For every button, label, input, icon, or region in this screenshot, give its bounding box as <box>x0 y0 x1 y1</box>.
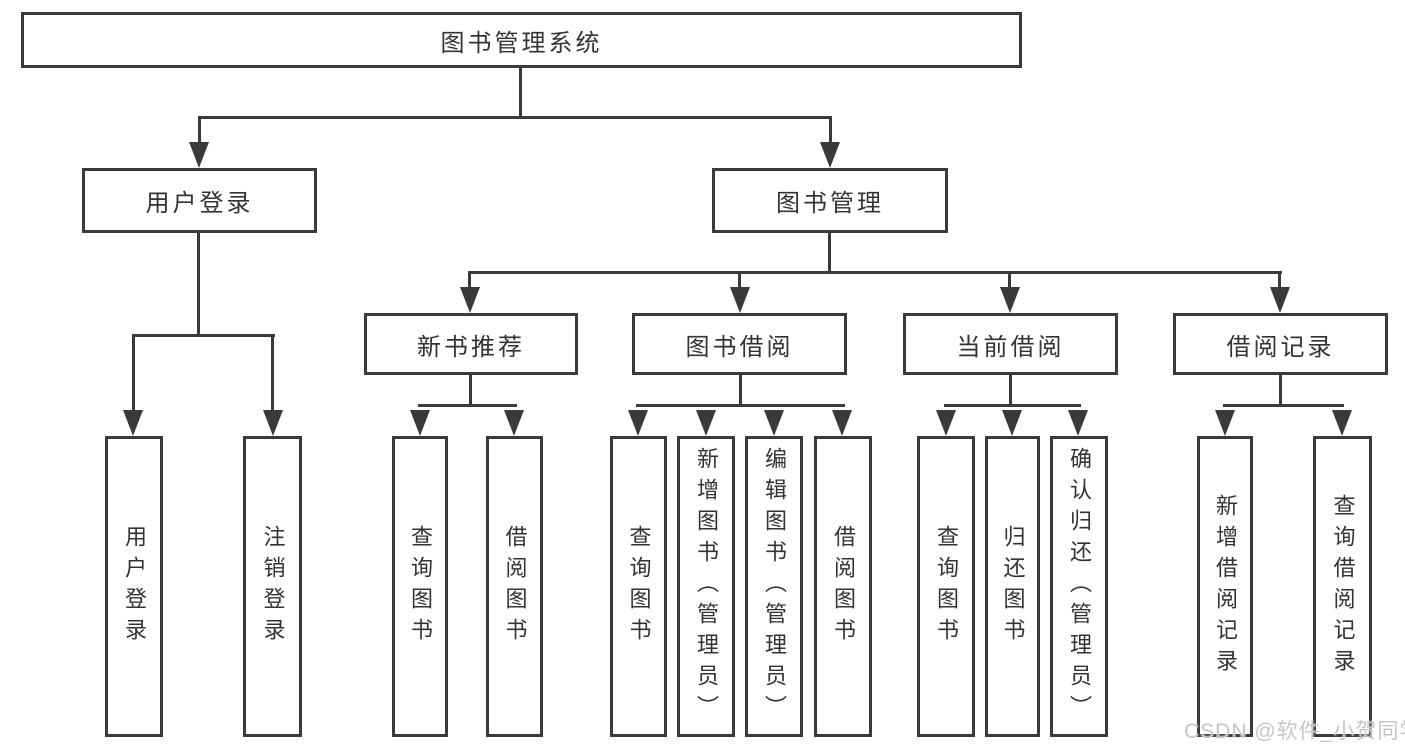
node-leaf-label: 查询借阅记录 <box>1330 493 1356 680</box>
node-leaf-query-books-recommend: 查询图书 <box>392 436 448 737</box>
node-section-label: 图书借阅 <box>685 333 794 361</box>
connector-line-v <box>829 116 832 148</box>
node-leaf-borrow-books-recommend: 借阅图书 <box>486 436 543 737</box>
node-section-label: 当前借阅 <box>956 333 1065 361</box>
arrowhead-down-icon <box>504 410 524 436</box>
node-section-current-borrow: 当前借阅 <box>903 313 1118 375</box>
arrowhead-down-icon <box>410 410 430 436</box>
node-leaf-return-books: 归还图书 <box>985 436 1040 737</box>
connector-line-v <box>739 373 742 407</box>
node-leaf-label: 编辑图书（管理员） <box>762 447 787 726</box>
arrowhead-down-icon <box>1002 410 1022 436</box>
node-section-label: 借阅记录 <box>1226 333 1335 361</box>
node-leaf-query-books-current: 查询图书 <box>917 436 975 737</box>
connector-line-v <box>828 231 831 273</box>
node-section-book-borrow: 图书借阅 <box>632 313 847 375</box>
arrowhead-down-icon <box>832 410 852 436</box>
connector-line-v <box>519 66 522 119</box>
arrowhead-down-icon <box>764 410 784 436</box>
node-leaf-user-login: 用户登录 <box>105 436 163 737</box>
node-leaf-label: 注销登录 <box>260 524 286 649</box>
node-leaf-label: 新增图书（管理员） <box>694 447 719 726</box>
node-leaf-edit-books-admin: 编辑图书（管理员） <box>745 436 803 737</box>
node-branch-user-login: 用户登录 <box>82 168 317 233</box>
node-leaf-label: 新增借阅记录 <box>1213 493 1238 680</box>
connector-line-h <box>636 404 845 407</box>
node-root-label: 图书管理系统 <box>440 29 603 57</box>
node-branch-label: 用户登录 <box>145 190 254 217</box>
node-leaf-label: 用户登录 <box>122 524 147 649</box>
node-leaf-add-borrow-record: 新增借阅记录 <box>1197 436 1253 737</box>
arrowhead-down-icon <box>123 410 143 436</box>
connector-line-v <box>1278 271 1281 291</box>
connector-line-v <box>468 271 471 291</box>
connector-line-h <box>418 404 517 407</box>
connector-line-h <box>944 404 1081 407</box>
connector-line-h <box>132 334 275 337</box>
connector-line-h <box>468 271 1282 274</box>
node-leaf-label: 借阅图书 <box>831 524 856 649</box>
node-leaf-label: 查询图书 <box>408 524 433 649</box>
arrowhead-down-icon <box>1215 410 1235 436</box>
node-section-label: 新书推荐 <box>417 333 525 361</box>
connector-line-v <box>197 231 200 336</box>
node-leaf-borrow-books: 借阅图书 <box>814 436 872 737</box>
node-leaf-label: 借阅图书 <box>502 524 528 649</box>
node-branch-label: 图书管理 <box>776 190 884 217</box>
arrowhead-down-icon <box>263 410 283 436</box>
node-leaf-label: 查询图书 <box>934 524 959 649</box>
arrowhead-down-icon <box>730 287 750 313</box>
arrowhead-down-icon <box>1332 410 1352 436</box>
node-leaf-label: 归还图书 <box>1000 524 1026 649</box>
node-branch-book-management: 图书管理 <box>712 168 948 233</box>
node-leaf-label: 确认归还（管理员） <box>1067 447 1092 726</box>
arrowhead-down-icon <box>628 410 648 436</box>
connector-line-v <box>271 334 274 414</box>
node-root: 图书管理系统 <box>21 12 1022 68</box>
node-leaf-label: 查询图书 <box>626 524 652 649</box>
node-leaf-confirm-return-admin: 确认归还（管理员） <box>1050 436 1108 737</box>
arrowhead-down-icon <box>460 287 480 313</box>
connector-line-v <box>198 116 201 148</box>
node-section-new-book-recommend: 新书推荐 <box>364 313 578 375</box>
node-leaf-query-books-borrow: 查询图书 <box>610 436 667 737</box>
arrowhead-down-icon <box>820 142 840 168</box>
connector-line-v <box>132 334 135 414</box>
node-section-borrow-record: 借阅记录 <box>1173 313 1388 375</box>
watermark-text: CSDN @软件_小贺同学 <box>1184 720 1405 743</box>
arrowhead-down-icon <box>1000 287 1020 313</box>
connector-line-v <box>1279 373 1282 407</box>
arrowhead-down-icon <box>936 410 956 436</box>
connector-line-h <box>1223 404 1344 407</box>
connector-line-v <box>1009 373 1012 407</box>
node-leaf-logout: 注销登录 <box>243 436 302 737</box>
connector-line-v <box>738 271 741 291</box>
arrowhead-down-icon <box>1270 287 1290 313</box>
connector-line-v <box>1008 271 1011 291</box>
arrowhead-down-icon <box>1068 410 1088 436</box>
connector-line-v <box>469 373 472 407</box>
arrowhead-down-icon <box>696 410 716 436</box>
connector-line-h <box>198 116 832 119</box>
node-leaf-query-borrow-record: 查询借阅记录 <box>1313 436 1372 737</box>
arrowhead-down-icon <box>189 142 209 168</box>
node-leaf-add-books-admin: 新增图书（管理员） <box>677 436 735 737</box>
